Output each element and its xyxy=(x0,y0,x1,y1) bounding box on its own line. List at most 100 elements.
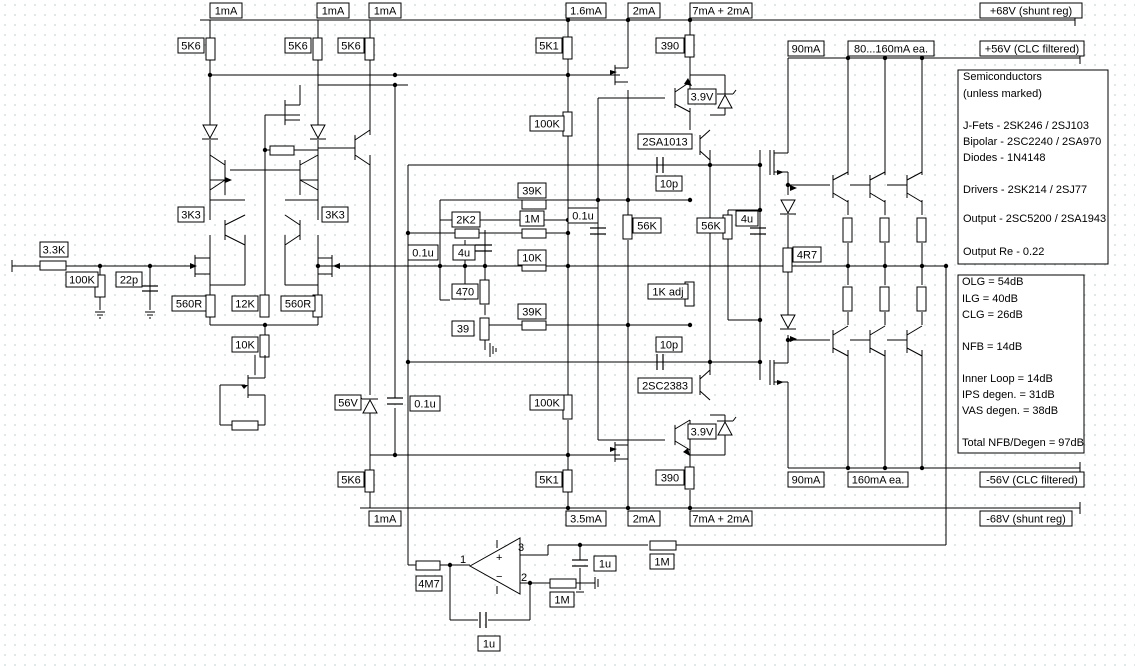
resistor-label: 10K xyxy=(517,249,547,266)
transistor-symbols xyxy=(194,60,923,462)
current-label: 1mA xyxy=(316,2,350,19)
capacitor-label: 4u xyxy=(452,244,476,261)
capacitor-label: 1u xyxy=(593,555,617,572)
current-label: 7mA + 2mA xyxy=(689,510,753,527)
capacitor-label-text: 0.1u xyxy=(572,211,593,223)
resistor-label: 470 xyxy=(451,283,479,300)
resistor-label: 5K6 xyxy=(177,37,205,54)
rail-label-pos56: +56V (CLC filtered) xyxy=(979,40,1085,57)
semiconductor-notes xyxy=(957,69,1109,265)
resistor-label-text: 10K xyxy=(522,253,542,265)
notes-text-layer: Semiconductors(unless marked)J-Fets - 2S… xyxy=(962,71,1106,449)
current-label: 1mA xyxy=(368,510,402,527)
semiconductor-note-line: Drivers - 2SK214 / 2SJ77 xyxy=(963,184,1087,196)
resistor-label-text: 1M xyxy=(554,595,569,607)
resistor-label: 56K xyxy=(632,217,662,234)
resistor-label-text: 3K3 xyxy=(181,210,201,222)
resistor-label-text: 2K2 xyxy=(456,215,476,227)
capacitor-label: 10p xyxy=(655,175,683,192)
transistor-label: 2SA1013 xyxy=(637,133,693,150)
current-label: 3.5mA xyxy=(565,510,607,527)
loop-gain-note-line: IPS degen. = 31dB xyxy=(962,389,1055,401)
rail-label-neg68: -68V (shunt reg) xyxy=(979,510,1073,527)
resistor-label: 4R7 xyxy=(792,246,822,263)
opamp-symbol: + − xyxy=(468,537,521,595)
loop-gain-note-line: Inner Loop = 14dB xyxy=(962,373,1053,385)
resistor-label: 3K3 xyxy=(321,206,349,223)
capacitor-label: 4u xyxy=(735,210,759,227)
current-label-text: 90mA xyxy=(792,44,821,56)
capacitor-symbols xyxy=(142,157,766,628)
current-label-text: 7mA + 2mA xyxy=(692,514,750,526)
rail-label-neg56-text: -56V (CLC filtered) xyxy=(986,475,1078,487)
rail-label-pos68-text: +68V (shunt reg) xyxy=(990,6,1072,18)
resistor-label-text: 4M7 xyxy=(418,579,439,591)
current-label: 7mA + 2mA xyxy=(689,2,753,19)
resistor-label: 560R xyxy=(280,295,316,312)
resistor-label-text: 390 xyxy=(661,473,679,485)
resistor-label-text: 56K xyxy=(701,221,721,233)
resistor-label-text: 5K6 xyxy=(181,41,201,53)
capacitor-label: 0.1u xyxy=(409,395,441,412)
resistor-label-text: 39K xyxy=(522,186,542,198)
resistor-label-text: 560R xyxy=(176,299,202,311)
semiconductor-note-line: (unless marked) xyxy=(963,88,1042,100)
resistor-label-text: 10K xyxy=(235,340,255,352)
loop-gain-note-line: VAS degen. = 38dB xyxy=(962,405,1058,417)
transistor-label: 2SC2383 xyxy=(637,377,693,394)
current-label-text: 80...160mA ea. xyxy=(854,44,928,56)
resistor-label-text: 5K6 xyxy=(341,475,361,487)
resistor-label: 100K xyxy=(529,115,565,132)
resistor-label: 1M xyxy=(649,553,675,570)
current-label: 1.6mA xyxy=(565,2,607,19)
resistor-label: 100K xyxy=(65,271,99,288)
ground-symbols xyxy=(95,311,599,593)
transistor-label-text: 2SC2383 xyxy=(642,381,688,393)
zener-label: 56V xyxy=(334,394,362,411)
resistor-label: 3K3 xyxy=(177,206,205,223)
loop-gain-notes xyxy=(957,274,1085,454)
capacitor-label-text: 1u xyxy=(599,559,611,571)
current-label: 160mA ea. xyxy=(847,471,909,488)
resistor-label-text: 100K xyxy=(69,275,95,287)
semiconductor-note-line: J-Fets - 2SK246 / 2SJ103 xyxy=(963,120,1089,132)
capacitor-label: 10p xyxy=(655,336,683,353)
resistor-label: 100K xyxy=(529,394,565,411)
resistor-label: 39 xyxy=(451,320,475,337)
transistor-label-text: 2SA1013 xyxy=(642,137,687,149)
resistor-label-text: 1M xyxy=(524,214,539,226)
resistor-label-text: 470 xyxy=(456,287,474,299)
current-label: 90mA xyxy=(787,471,825,488)
resistor-bodies xyxy=(39,34,927,589)
current-label-text: 1mA xyxy=(215,6,238,18)
loop-gain-note-line: ILG = 40dB xyxy=(962,293,1018,305)
resistor-label-text: 1K adj xyxy=(652,287,683,299)
diode-symbols xyxy=(202,89,796,436)
current-label-text: 1mA xyxy=(374,514,397,526)
resistor-label: 390 xyxy=(655,37,685,54)
resistor-label: 390 xyxy=(655,469,685,486)
resistor-label-text: 390 xyxy=(661,41,679,53)
current-label: 2mA xyxy=(627,510,661,527)
resistor-label: 4M7 xyxy=(415,575,443,592)
resistor-label-text: 5K1 xyxy=(539,41,559,53)
opamp-pin-label: 3 xyxy=(518,542,524,554)
resistor-label-text: 3.3K xyxy=(43,245,66,257)
current-label: 1mA xyxy=(368,2,402,19)
zener-label-text: 3.9V xyxy=(691,427,714,439)
resistor-label: 5K6 xyxy=(337,471,365,488)
loop-gain-note-line: NFB = 14dB xyxy=(962,341,1022,353)
zener-label-text: 3.9V xyxy=(691,92,714,104)
resistor-label-text: 560R xyxy=(285,299,311,311)
resistor-label: 10K xyxy=(231,336,259,353)
signal-arrows xyxy=(190,70,797,456)
zener-label: 3.9V xyxy=(687,88,717,105)
rail-label-pos68: +68V (shunt reg) xyxy=(979,2,1083,19)
svg-text:−: − xyxy=(496,571,502,583)
resistor-label-text: 100K xyxy=(534,398,560,410)
current-label-text: 1.6mA xyxy=(570,6,602,18)
resistor-label: 12K xyxy=(231,295,259,312)
labels-layer: +68V (shunt reg) +56V (CLC filtered) -56V … xyxy=(39,2,1085,652)
resistor-label-text: 100K xyxy=(534,119,560,131)
resistor-label-text: 39 xyxy=(457,324,469,336)
